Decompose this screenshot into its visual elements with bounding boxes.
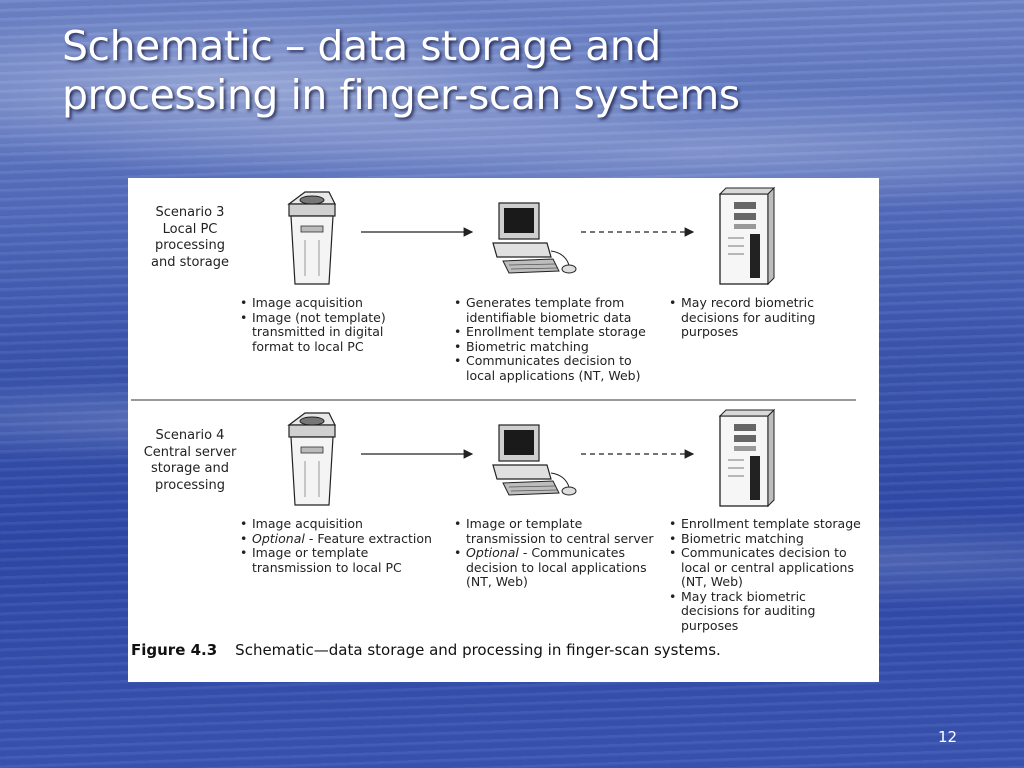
scenario-label-line: processing <box>154 477 226 493</box>
bullet-item: Optional - Communicates <box>454 545 654 561</box>
bullet-item: Enrollment template storage <box>669 516 861 532</box>
diagram-graphics <box>131 187 856 507</box>
scenario-4-label: Scenario 4 Central server storage and pr… <box>135 428 245 494</box>
scenario-label-line: and storage <box>151 254 229 270</box>
server-role-list: Enrollment template storageBiometric mat… <box>669 516 861 633</box>
bullet-item: transmission to central server <box>466 530 654 546</box>
scenario-label-line: Scenario 3 <box>155 205 225 220</box>
scenario-label-line: Central server <box>143 444 237 460</box>
scenario-label-line: Scenario 4 <box>155 428 225 443</box>
bullet-item: (NT, Web) <box>466 574 528 589</box>
bullet-item: decisions for auditing <box>681 603 816 618</box>
slide-number: 12 <box>938 728 958 746</box>
bullet-item: May track biometric <box>669 589 861 605</box>
title-line-2: processing in finger-scan systems <box>62 71 740 120</box>
title-line-1: Schematic – data storage and <box>62 22 661 70</box>
bullet-item: Image acquisition <box>240 516 432 532</box>
scenario-label-line: processing <box>154 238 226 253</box>
figure-number: Figure 4.3 <box>131 641 218 659</box>
figure-caption: Figure 4.3 Schematic—data storage and pro… <box>131 641 721 659</box>
bullet-item: purposes <box>681 617 739 633</box>
bullet-item: Image or template <box>240 545 432 561</box>
scenario-label-line: storage and <box>151 461 229 476</box>
bullet-item: Communicates decision to <box>454 353 646 369</box>
bullet-item: Generates template from <box>454 295 646 311</box>
bullet-item: Image or template <box>454 516 654 532</box>
bullet-italic-text: Optional <box>466 545 519 560</box>
scanner-icon <box>288 191 336 285</box>
bullet-item: decision to local applications <box>466 559 647 575</box>
bullet-item: transmission to local PC <box>252 559 402 575</box>
scanner-role-list: Image acquisitionImage (not template)tra… <box>240 295 386 354</box>
bullet-item: Optional - Feature extraction <box>240 530 432 547</box>
bullet-item: Biometric matching <box>454 339 646 355</box>
bullet-item: identifiable biometric data <box>466 309 632 325</box>
bullet-item: local applications (NT, Web) <box>466 367 641 383</box>
bullet-item: Biometric matching <box>669 531 861 547</box>
bullet-item: format to local PC <box>252 338 364 354</box>
scanner-role-list: Image acquisitionOptional - Feature extr… <box>240 516 432 575</box>
pc-icon <box>492 202 577 274</box>
bullet-item: Image acquisition <box>240 295 386 311</box>
bullet-item: May record biometric <box>669 295 815 311</box>
server-icon <box>719 187 775 285</box>
bullet-item: transmitted in digital <box>252 324 384 339</box>
scenario-label-line: Local PC <box>162 221 218 237</box>
bullet-italic-text: Optional <box>252 530 305 546</box>
bullet-item: Enrollment template storage <box>454 324 646 340</box>
server-icon <box>719 409 775 507</box>
scanner-icon <box>288 412 336 506</box>
pc-icon <box>492 424 577 496</box>
figure-caption-text: Schematic—data storage and processing in… <box>235 641 721 659</box>
slide-title: Schematic – data storage and processing … <box>62 22 962 120</box>
bullet-item: (NT, Web) <box>681 574 743 589</box>
bullet-item: Communicates decision to <box>669 545 861 561</box>
bullet-item: local or central applications <box>681 559 854 575</box>
figure-panel: Scenario 3 Local PC processing and stora… <box>128 178 879 682</box>
bullet-item: purposes <box>681 324 739 339</box>
scenario-3-label: Scenario 3 Local PC processing and stora… <box>135 205 245 271</box>
bullet-item: decisions for auditing <box>681 309 816 325</box>
bullet-item: Image (not template) <box>240 310 386 326</box>
